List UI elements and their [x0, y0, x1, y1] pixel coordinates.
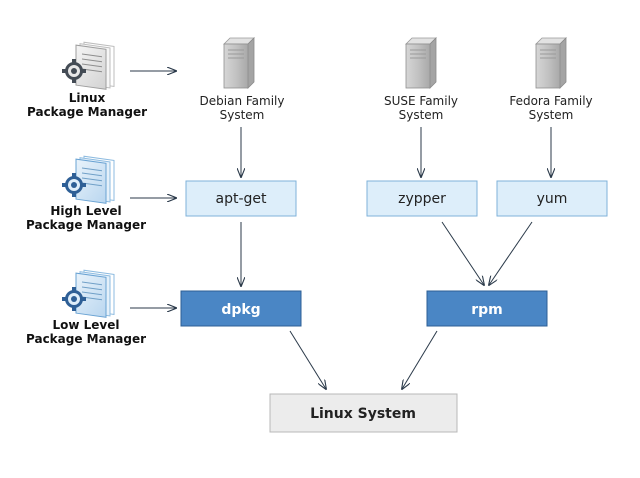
fedora-server-icon: [535, 37, 567, 89]
suse-server-icon: [405, 37, 437, 89]
low-level-package-manager-icon: [62, 269, 115, 318]
high-level-pm-label-line2: Package Manager: [26, 218, 146, 232]
rpm-box: rpm: [426, 290, 548, 327]
linux-pm-label-line2: Package Manager: [27, 105, 147, 119]
apt-get-box: apt-get: [185, 180, 297, 217]
dpkg-box: dpkg: [180, 290, 302, 327]
fedora-system-label-line1: Fedora Family: [509, 94, 592, 108]
debian-system-label-line1: Debian Family: [200, 94, 285, 108]
yum-label: yum: [537, 191, 568, 207]
low-level-pm-label-line2: Package Manager: [26, 332, 146, 346]
debian-system-label-line2: System: [220, 108, 265, 122]
linux-system-label: Linux System: [310, 406, 416, 422]
yum-box: yum: [496, 180, 608, 217]
low-level-pm-label-line1: Low Level: [52, 318, 119, 332]
linux-pm-label-line1: Linux: [69, 91, 106, 105]
arrow-dpkg-to-linux-system: [289, 330, 326, 389]
arrow-zypper-to-rpm: [441, 221, 484, 285]
zypper-box: zypper: [366, 180, 478, 217]
arrow-rpm-to-linux-system: [402, 330, 438, 389]
linux-system-box: Linux System: [269, 393, 458, 433]
linux-package-manager-icon: [62, 41, 115, 90]
suse-system-label-line1: SUSE Family: [384, 94, 458, 108]
rpm-label: rpm: [471, 302, 503, 318]
dpkg-label: dpkg: [221, 302, 260, 318]
apt-get-label: apt-get: [216, 191, 268, 207]
high-level-pm-label-line1: High Level: [50, 204, 121, 218]
debian-server-icon: [223, 37, 255, 89]
zypper-label: zypper: [398, 191, 446, 207]
suse-system-label-line2: System: [399, 108, 444, 122]
fedora-system-label-line2: System: [529, 108, 574, 122]
arrow-yum-to-rpm: [489, 221, 533, 285]
high-level-package-manager-icon: [62, 155, 115, 204]
